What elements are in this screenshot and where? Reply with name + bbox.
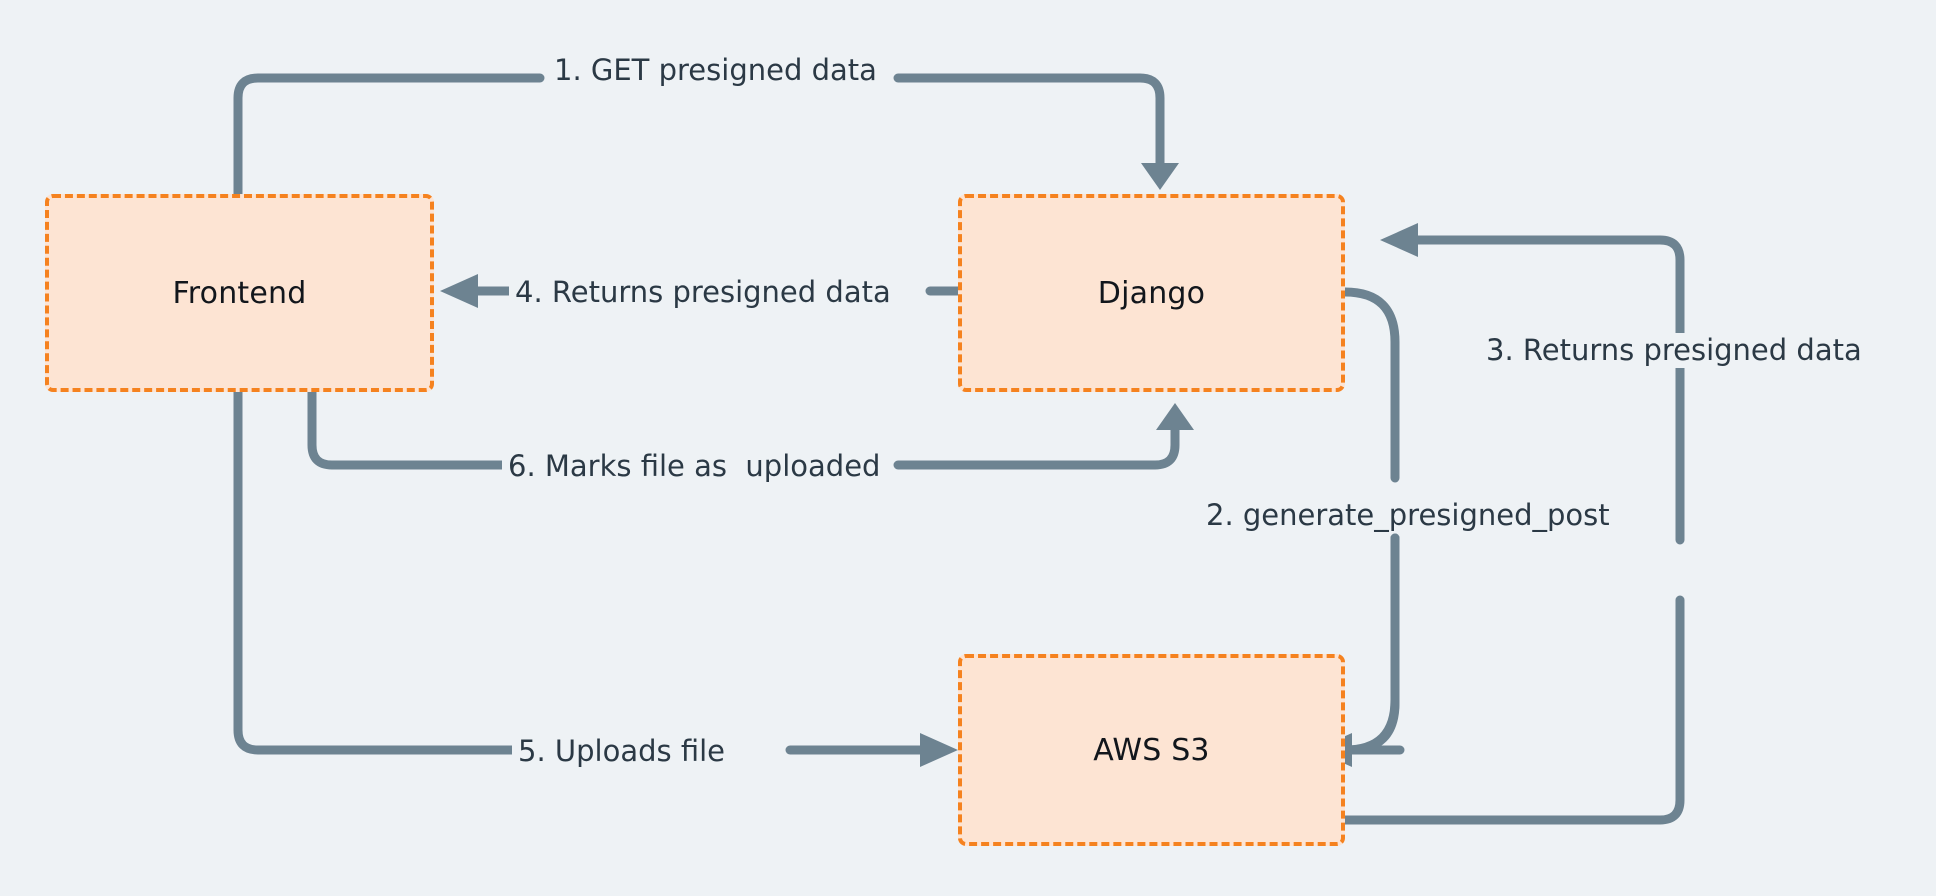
node-django-label: Django — [1097, 275, 1206, 311]
edge-5-path-left — [233, 387, 565, 755]
edge-1-path-right — [893, 73, 1165, 168]
node-frontend-label: Frontend — [172, 275, 307, 311]
edge-label-5: 5. Uploads file — [512, 734, 731, 769]
edge-label-1: 1. GET presigned data — [548, 53, 883, 88]
edge-2-path-elbow — [1343, 533, 1400, 755]
edge-2-path-top — [1340, 287, 1400, 483]
edge-4-arrowhead — [440, 274, 478, 308]
edge-label-2: 2. generate_presigned_post — [1200, 498, 1616, 533]
node-aws-s3-label: AWS S3 — [1093, 732, 1210, 768]
node-django[interactable]: Django — [958, 194, 1345, 392]
node-frontend[interactable]: Frontend — [45, 194, 434, 392]
edge-6-path-left — [307, 387, 515, 470]
edge-label-4: 4. Returns presigned data — [509, 275, 897, 310]
edge-6-path-right — [893, 425, 1180, 470]
node-aws-s3[interactable]: AWS S3 — [958, 654, 1345, 846]
edge-3-path-bottom — [1340, 595, 1685, 825]
edge-label-6: 6. Marks file as uploaded — [502, 449, 887, 484]
edge-3-arrowhead — [1380, 223, 1418, 257]
edge-5-arrowhead — [920, 733, 958, 767]
edge-3-path-top — [1413, 235, 1685, 545]
edge-6-arrowhead — [1156, 403, 1194, 430]
edge-label-3: 3. Returns presigned data — [1480, 333, 1868, 368]
edge-1-path-left — [233, 73, 545, 199]
edge-1-arrowhead — [1141, 163, 1179, 190]
